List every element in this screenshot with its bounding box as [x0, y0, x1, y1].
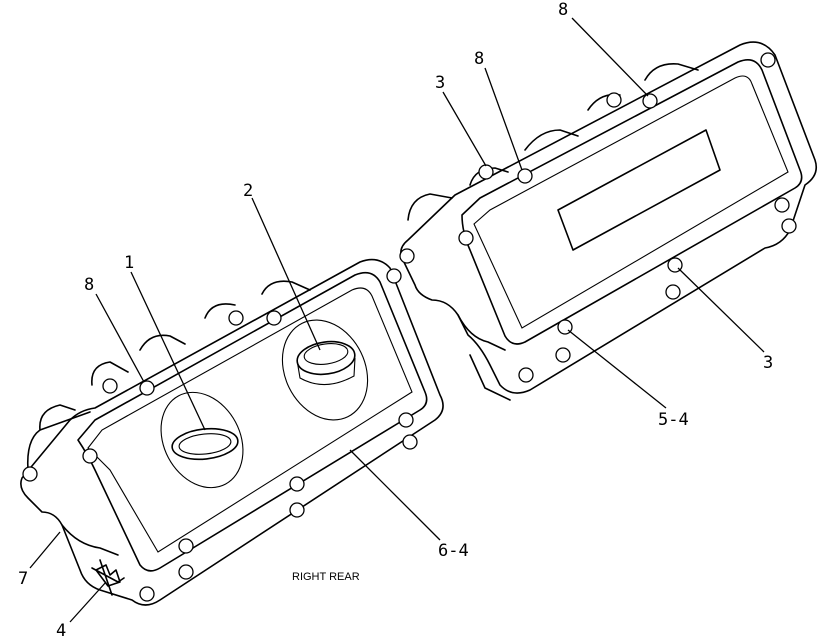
- bolt: [22, 466, 38, 482]
- left-valve-cover: [20, 258, 444, 606]
- breather-neck-2-body: [281, 319, 369, 421]
- bolt: [399, 248, 415, 264]
- bolt: [139, 380, 155, 396]
- callout-8-left: 8: [84, 275, 94, 295]
- callout-5-4: 5-4: [658, 410, 689, 430]
- leader-lines: [29, 17, 765, 623]
- leader-3-top: [442, 91, 487, 167]
- filler-neck-1-rim: [171, 427, 239, 461]
- bolt: [102, 378, 118, 394]
- bolt: [555, 347, 571, 363]
- filler-neck-1-body: [160, 391, 244, 489]
- bolt: [760, 52, 776, 68]
- left-cover-body: [77, 271, 428, 572]
- leader-3-right: [677, 267, 765, 353]
- bolt: [386, 268, 402, 284]
- leader-2: [251, 197, 321, 351]
- right-head-lobes: [407, 63, 699, 221]
- bolt: [289, 476, 305, 492]
- callout-1: 1: [124, 253, 134, 273]
- left-head-lobes: [39, 280, 311, 431]
- bolt: [478, 164, 494, 180]
- bolt: [398, 412, 414, 428]
- right-skirt: [457, 314, 511, 401]
- left-head-side: [26, 411, 91, 471]
- callout-4: 4: [56, 621, 66, 640]
- bolt: [82, 448, 98, 464]
- bolt: [774, 197, 790, 213]
- leader-1: [130, 271, 206, 431]
- callout-labels: 1 2 3 3 4 5-4 6-4 7 8 8 8 RIGHT REAR: [18, 0, 773, 640]
- leader-8-left: [95, 293, 145, 383]
- bolt: [458, 230, 474, 246]
- leader-6-4: [349, 449, 441, 541]
- breather-neck-2-side: [296, 357, 356, 386]
- bolt: [606, 92, 622, 108]
- callout-8-top: 8: [558, 0, 568, 20]
- clip-detail: [95, 564, 121, 587]
- bolt: [665, 284, 681, 300]
- left-cover-bolts: [22, 268, 418, 602]
- bolt: [228, 310, 244, 326]
- callout-7: 7: [18, 569, 28, 589]
- bolt: [178, 538, 194, 554]
- left-cover-flange: [20, 258, 444, 606]
- right-cover-flange: [400, 41, 818, 394]
- bolt: [517, 168, 533, 184]
- bolt: [518, 367, 534, 383]
- bolt: [139, 586, 155, 602]
- right-cover-rim: [473, 75, 789, 329]
- leader-7: [29, 531, 61, 569]
- view-caption: RIGHT REAR: [292, 571, 360, 583]
- breather-neck-2-top: [303, 343, 349, 365]
- bolt: [402, 434, 418, 450]
- leader-5-4: [567, 329, 667, 409]
- left-cover-rim: [87, 287, 413, 553]
- bolt: [289, 502, 305, 518]
- bolt: [178, 564, 194, 580]
- leader-4: [69, 581, 107, 623]
- callout-3-right: 3: [763, 353, 773, 373]
- callout-2: 2: [243, 181, 253, 201]
- filler-neck-1-opening: [178, 433, 232, 455]
- leader-8-upper: [484, 67, 523, 171]
- callout-6-4: 6-4: [438, 541, 469, 561]
- bolt: [781, 218, 797, 234]
- right-valve-cover: [399, 41, 818, 401]
- bolt: [642, 93, 658, 109]
- bolt: [266, 310, 282, 326]
- leader-8-top: [571, 17, 649, 97]
- callout-3-top: 3: [435, 73, 445, 93]
- label-plate: [557, 129, 721, 251]
- callout-8-upper: 8: [474, 49, 484, 69]
- right-cover-bolts: [399, 52, 797, 383]
